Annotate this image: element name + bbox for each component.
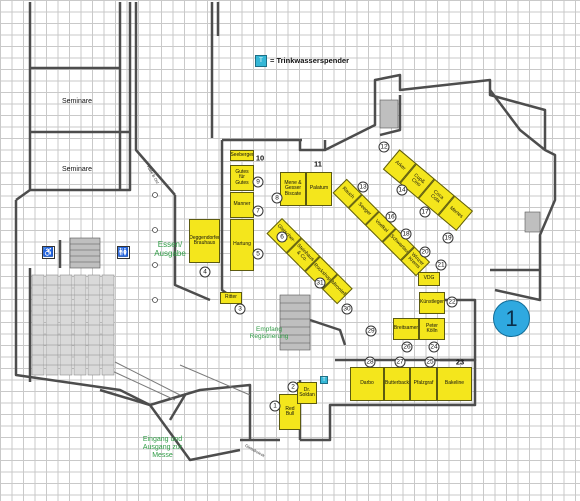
food-area-label: Essen/ Ausgabe bbox=[154, 240, 186, 258]
room-seminare-1[interactable]: Seminare bbox=[62, 98, 92, 105]
legend-label: = Trinkwasserspender bbox=[270, 56, 349, 65]
booth-number-28: 28 bbox=[364, 356, 376, 368]
booth-number-21: 21 bbox=[435, 259, 447, 271]
booth-number-27: 27 bbox=[394, 356, 406, 368]
booth-number-19: 19 bbox=[442, 232, 454, 244]
booth-number-29: 29 bbox=[365, 325, 377, 337]
booth-kunstleger[interactable]: Künstleger bbox=[419, 292, 445, 314]
hall-number-badge: 1 bbox=[493, 300, 530, 337]
booth-number-17: 17 bbox=[419, 206, 431, 218]
booth-number-3: 3 bbox=[234, 303, 246, 315]
booth-number-20: 20 bbox=[419, 246, 431, 258]
water-dispenser-icon: T bbox=[320, 376, 328, 384]
toilet-icon: 🚻 bbox=[117, 246, 130, 259]
booth-red-bull[interactable]: Red Bull bbox=[279, 394, 301, 430]
booth-number-22: 22 bbox=[446, 296, 458, 308]
booth-hartung[interactable]: Hartung bbox=[230, 219, 254, 271]
booth-number-30: 30 bbox=[341, 303, 353, 315]
booth-darbo[interactable]: Darbo bbox=[350, 367, 384, 401]
booth-ritter[interactable]: Ritter bbox=[220, 292, 242, 304]
booth-number-13: 13 bbox=[357, 181, 369, 193]
booth-dr-soldan[interactable]: Dr. Soldan bbox=[297, 382, 317, 404]
booth-seeberger[interactable]: Seeberger bbox=[230, 150, 254, 161]
booth-breitsamer[interactable]: Breitsamer bbox=[393, 318, 419, 340]
booth-number-9: 9 bbox=[252, 176, 264, 188]
booth-number-2: 2 bbox=[287, 381, 299, 393]
booth-number-11: 11 bbox=[314, 159, 322, 169]
booth-number-31: 31 bbox=[314, 277, 326, 289]
booth-manner[interactable]: Manner bbox=[230, 192, 254, 218]
room-seminare-2[interactable]: Seminare bbox=[62, 166, 92, 173]
booth-gutes-fuer-gutes[interactable]: Gutes für Gutes bbox=[230, 165, 254, 191]
booth-number-1: 1 bbox=[269, 400, 281, 412]
booth-bakeline[interactable]: Bakeline bbox=[437, 367, 472, 401]
booth-number-25: 25 bbox=[424, 356, 436, 368]
booth-butterback[interactable]: Butterback bbox=[384, 367, 410, 401]
booth-peter-koelln[interactable]: Peter Kölln bbox=[419, 318, 445, 340]
booth-deggendorfer[interactable]: Deggendorfer Brauhaus bbox=[189, 219, 220, 263]
booth-pfalzgraf[interactable]: Pfalzgraf bbox=[410, 367, 437, 401]
booth-number-12: 12 bbox=[378, 141, 390, 153]
wheelchair-icon: ♿ bbox=[42, 246, 55, 259]
booth-vdg[interactable]: VDG bbox=[418, 272, 440, 286]
booth-number-23: 23 bbox=[455, 357, 465, 367]
booth-number-26: 26 bbox=[401, 341, 413, 353]
booth-number-6: 6 bbox=[276, 231, 288, 243]
booth-number-14: 14 bbox=[396, 184, 408, 196]
booth-number-18: 18 bbox=[400, 228, 412, 240]
reception-label: Empfang Registrierung bbox=[249, 326, 289, 340]
booth-palatum[interactable]: Palatum bbox=[306, 172, 332, 206]
booth-number-8: 8 bbox=[271, 192, 283, 204]
water-dispenser-legend-icon: T bbox=[255, 55, 267, 67]
booth-number-4: 4 bbox=[199, 266, 211, 278]
entrance-label: Eingang und Ausgang zur Messe bbox=[142, 436, 183, 459]
booth-number-24: 24 bbox=[428, 341, 440, 353]
booth-mene-gesser[interactable]: Mene & Gesser Biscate bbox=[280, 172, 306, 206]
booth-number-10: 10 bbox=[255, 153, 265, 163]
booth-number-16: 16 bbox=[385, 211, 397, 223]
booth-number-5: 5 bbox=[252, 248, 264, 260]
booth-number-7: 7 bbox=[252, 205, 264, 217]
